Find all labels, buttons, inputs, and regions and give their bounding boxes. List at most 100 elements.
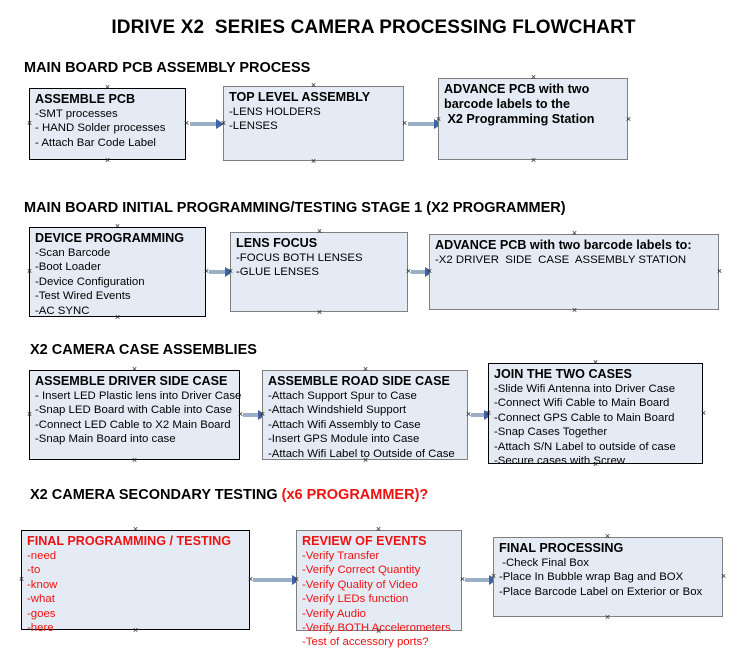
flow-box-line: -Snap LED Board with Cable into Case: [35, 404, 232, 417]
selection-handle[interactable]: [104, 84, 111, 91]
flow-box-line: -Place Barcode Label on Exterior or Box: [499, 585, 703, 598]
section-heading-1: MAIN BOARD PCB ASSEMBLY PROCESS: [24, 60, 311, 76]
selection-handle[interactable]: [530, 74, 537, 81]
selection-handle[interactable]: [625, 116, 632, 123]
flow-box-final-programming-testing[interactable]: FINAL PROGRAMMING / TESTING -need -to -k…: [21, 530, 250, 634]
selection-handle[interactable]: [700, 410, 707, 417]
section-heading-4-accent: (x6 PROGRAMMER)?: [281, 487, 429, 503]
flow-box-title: LENS FOCUS: [236, 236, 318, 250]
selection-handle[interactable]: [316, 228, 323, 235]
flow-box-top-level-assembly[interactable]: TOP LEVEL ASSEMBLY -LENS HOLDERS -LENSES: [223, 86, 404, 161]
flow-box-line: -Snap Cases Together: [494, 426, 608, 439]
section-heading-4: X2 CAMERA SECONDARY TESTING (x6 PROGRAMM…: [30, 487, 428, 503]
selection-handle[interactable]: [114, 314, 121, 321]
flow-box-final-processing[interactable]: FINAL PROCESSING -Check Final Box -Place…: [493, 537, 723, 617]
flow-box-line: -Verify LEDs function: [302, 593, 409, 606]
flow-box-line: -AC SYNC: [35, 304, 90, 317]
selection-handle[interactable]: [259, 411, 266, 418]
flow-box-join-the-two-cases[interactable]: JOIN THE TWO CASES -Slide Wifi Antenna i…: [488, 363, 703, 467]
flow-box-line: -Attach Windshield Support: [268, 404, 407, 417]
selection-handle[interactable]: [592, 461, 599, 468]
selection-handle[interactable]: [227, 268, 234, 275]
flow-box-title: ASSEMBLE PCB: [35, 92, 136, 106]
selection-handle[interactable]: [26, 268, 33, 275]
selection-handle[interactable]: [571, 230, 578, 237]
flow-box-review-of-events[interactable]: REVIEW OF EVENTS -Verify Transfer -Verif…: [296, 530, 462, 648]
flow-box-device-programming[interactable]: DEVICE PROGRAMMING -Scan Barcode -Boot L…: [29, 227, 206, 317]
selection-handle[interactable]: [132, 627, 139, 634]
selection-handle[interactable]: [604, 614, 611, 621]
flow-box-title: DEVICE PROGRAMMING: [35, 231, 185, 245]
flow-box-line: -need: [27, 550, 57, 562]
flow-box-line: -Verify Audio: [302, 607, 366, 620]
flow-box-advance-pcb-2[interactable]: ADVANCE PCB with two barcode labels to: …: [429, 234, 719, 310]
selection-handle[interactable]: [362, 457, 369, 464]
selection-handle[interactable]: [26, 120, 33, 127]
flow-box-line: -Secure cases with Screw: [494, 455, 626, 468]
selection-handle[interactable]: [131, 366, 138, 373]
selection-handle[interactable]: [310, 82, 317, 89]
flow-box-title: FINAL PROCESSING: [499, 541, 624, 555]
flow-box-lens-focus[interactable]: LENS FOCUS -FOCUS BOTH LENSES -GLUE LENS…: [230, 232, 408, 312]
connector-arrow: [465, 578, 490, 582]
selection-handle[interactable]: [716, 268, 723, 275]
flow-box-line: -Verify BOTH Accelerometers: [302, 622, 451, 635]
selection-handle[interactable]: [375, 526, 382, 533]
flow-box-line: -Verify Transfer: [302, 550, 380, 562]
flow-box-line: -Test Wired Events: [35, 290, 131, 303]
selection-handle[interactable]: [720, 573, 727, 580]
flow-box-line: -Scan Barcode: [35, 247, 111, 259]
flow-box-line: -Attach Support Spur to Case: [268, 390, 417, 402]
selection-handle[interactable]: [435, 116, 442, 123]
selection-handle[interactable]: [571, 307, 578, 314]
flow-box-line-overflow: -Test of accessory ports?: [302, 636, 429, 649]
selection-handle[interactable]: [604, 533, 611, 540]
flow-box-title: REVIEW OF EVENTS: [302, 534, 427, 548]
flow-box-line: -X2 DRIVER SIDE CASE ASSEMBLY STATION: [435, 254, 687, 266]
selection-handle[interactable]: [104, 157, 111, 164]
flow-box-line: -Attach Wifi Assembly to Case: [268, 418, 421, 431]
selection-handle[interactable]: [293, 576, 300, 583]
selection-handle[interactable]: [316, 309, 323, 316]
flow-box-line: -Attach Wifi Label to Outside of Case: [268, 447, 455, 460]
flow-box-assemble-driver-side-case[interactable]: ASSEMBLE DRIVER SIDE CASE - Insert LED P…: [29, 370, 241, 460]
selection-handle[interactable]: [18, 576, 25, 583]
flow-box-title: ASSEMBLE DRIVER SIDE CASE: [35, 374, 228, 388]
selection-handle[interactable]: [310, 158, 317, 165]
flow-box-line: -Attach S/N Label to outside of case: [494, 440, 676, 453]
section-heading-4-text: X2 CAMERA SECONDARY TESTING: [30, 487, 282, 503]
selection-handle[interactable]: [220, 120, 227, 127]
flow-box-line: -Snap Main Board into case: [35, 433, 176, 446]
flow-box-line: - HAND Solder processes: [35, 122, 166, 135]
selection-handle[interactable]: [132, 526, 139, 533]
flow-box-assemble-road-side-case[interactable]: ASSEMBLE ROAD SIDE CASE -Attach Support …: [262, 370, 468, 460]
selection-handle[interactable]: [530, 157, 537, 164]
flow-box-assemble-pcb[interactable]: ASSEMBLE PCB -SMT processes - HAND Solde…: [29, 88, 186, 160]
flow-box-advance-pcb-1[interactable]: ADVANCE PCB with two barcode labels to t…: [438, 78, 628, 160]
flow-box-line: -goes: [27, 607, 56, 620]
selection-handle[interactable]: [426, 268, 433, 275]
connector-arrow: [209, 270, 226, 274]
selection-handle[interactable]: [183, 120, 190, 127]
flow-box-title: TOP LEVEL ASSEMBLY: [229, 90, 371, 104]
flow-box-title: ADVANCE PCB with two: [444, 82, 590, 96]
flow-box-line: -Slide Wifi Antenna into Driver Case: [494, 383, 676, 395]
selection-handle[interactable]: [490, 573, 497, 580]
flow-box-line: -SMT processes: [35, 108, 118, 120]
connector-arrow: [411, 270, 426, 274]
selection-handle[interactable]: [26, 411, 33, 418]
selection-handle[interactable]: [401, 120, 408, 127]
connector-arrow: [190, 122, 217, 126]
section-heading-3: X2 CAMERA CASE ASSEMBLIES: [30, 342, 257, 358]
flow-box-line: -Connect GPS Cable to Main Board: [494, 411, 675, 424]
flow-box-line: -FOCUS BOTH LENSES: [236, 252, 363, 264]
selection-handle[interactable]: [114, 223, 121, 230]
selection-handle[interactable]: [375, 628, 382, 635]
flow-box-title: ASSEMBLE ROAD SIDE CASE: [268, 374, 450, 388]
flow-box-line: -Verify Correct Quantity: [302, 564, 421, 577]
selection-handle[interactable]: [592, 359, 599, 366]
selection-handle[interactable]: [131, 457, 138, 464]
flow-box-line: -Insert GPS Module into Case: [268, 433, 420, 446]
selection-handle[interactable]: [485, 410, 492, 417]
selection-handle[interactable]: [362, 366, 369, 373]
